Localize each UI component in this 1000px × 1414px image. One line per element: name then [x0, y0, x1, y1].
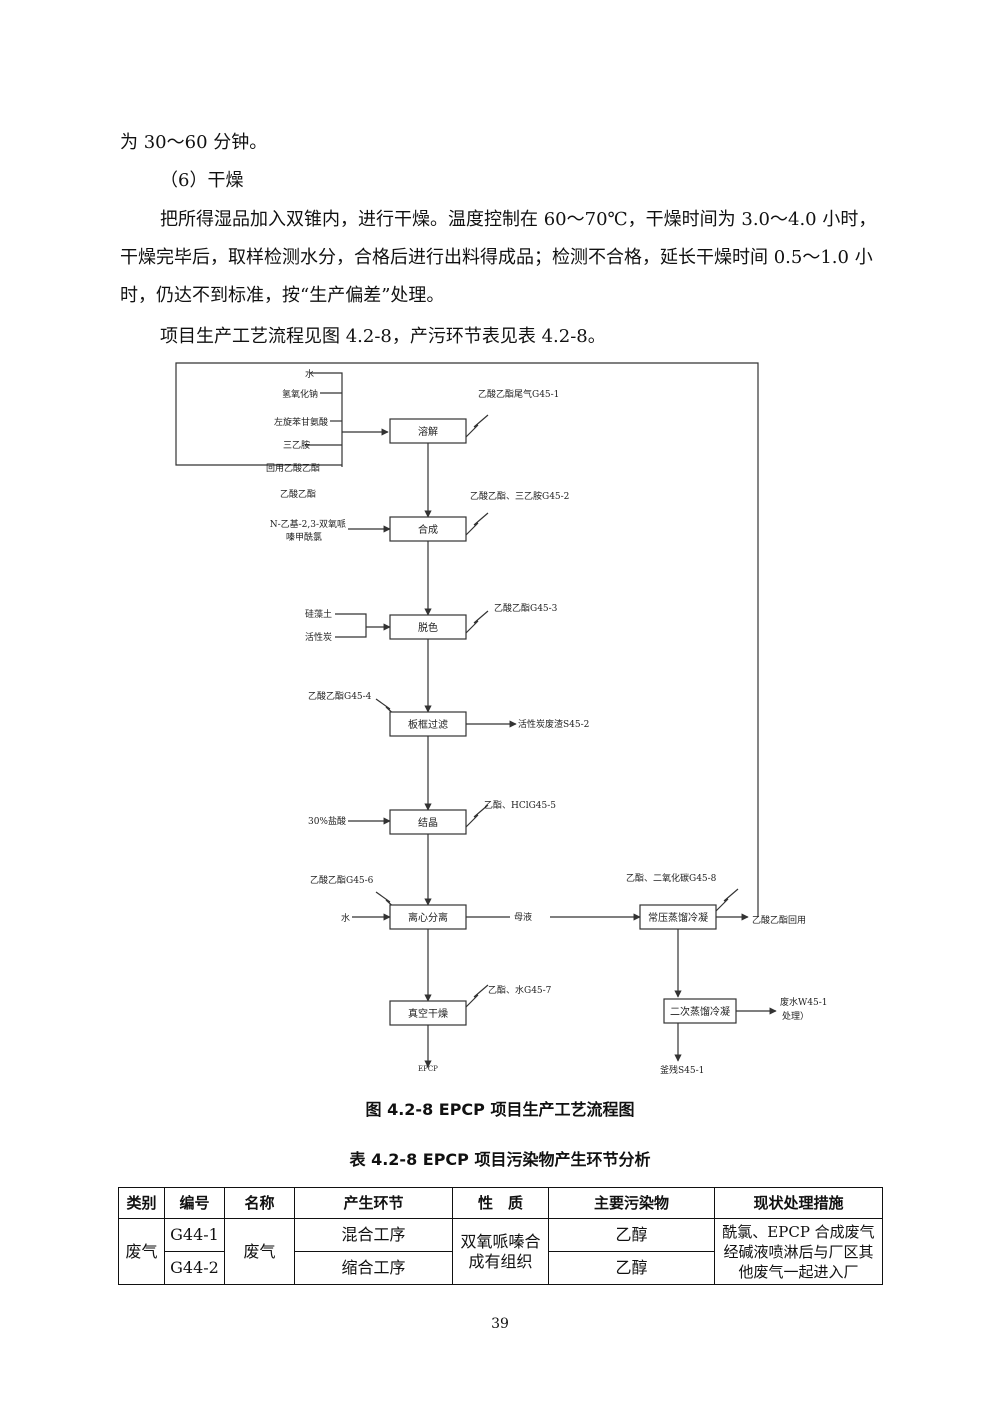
- wastewater-w1-2: 处理）: [782, 1010, 809, 1022]
- table-row: 废气 G44-1 废气 混合工序 双氧哌嗪合成有组织 乙醇 酰氯、EPCP 合成…: [118, 1218, 883, 1285]
- page-number: 39: [491, 1316, 509, 1332]
- emission-g5: 乙酯、HClG45-5: [484, 800, 556, 811]
- input-recycled-etac: 回用乙酸乙酯: [266, 463, 320, 474]
- box-secdist: 二次蒸馏冷凝: [670, 1005, 730, 1018]
- cell-pollutant: 乙醇: [548, 1218, 715, 1252]
- box-centrifuge: 离心分离: [408, 911, 448, 924]
- box-vacdry: 真空干燥: [408, 1007, 448, 1020]
- table-caption: 表 4.2-8 EPCP 项目污染物产生环节分析: [349, 1150, 651, 1169]
- residue-s1: 釜残S45-1: [660, 1064, 704, 1076]
- emission-g3: 乙酸乙酯G45-3: [494, 603, 558, 614]
- mother-liquor: 母液: [514, 911, 532, 923]
- cell-category: 废气: [118, 1218, 165, 1285]
- input-water-top: 水: [305, 368, 314, 380]
- process-flow-diagram: 溶解 合成 脱色 板框过滤 结晶 离心分离 真空干燥 常压蒸馏冷凝 二次蒸馏冷凝…: [175, 362, 830, 1076]
- cell-process: 混合工序: [294, 1218, 453, 1252]
- cell-code: G44-1: [164, 1218, 225, 1252]
- para-ref: 项目生产工艺流程见图 4.2-8，产污环节表见表 4.2-8。: [160, 326, 606, 347]
- input-acyl-chloride-2: 嗪甲酰氯: [286, 531, 322, 543]
- box-dissolve: 溶解: [418, 425, 438, 438]
- para-dry: 把所得湿品加入双锥内，进行干燥。温度控制在 60～70℃，干燥时间为 3.0～4…: [120, 209, 877, 306]
- input-acyl-chloride-1: N-乙基-2,3-双氧哌: [270, 518, 346, 530]
- box-decolor: 脱色: [418, 621, 438, 634]
- input-tea: 三乙胺: [283, 439, 310, 451]
- etac-recycle: 乙酸乙酯回用: [752, 915, 806, 926]
- box-crystal: 结晶: [418, 816, 438, 829]
- header-measure: 现状处理措施: [714, 1187, 883, 1219]
- cell-process: 缩合工序: [294, 1251, 453, 1285]
- emission-g2: 乙酸乙酯、三乙胺G45-2: [470, 490, 569, 502]
- header-category: 类别: [118, 1187, 165, 1219]
- cell-code: G44-2: [164, 1251, 225, 1285]
- wastewater-w1: 废水W45-1（污水: [780, 996, 830, 1008]
- cell-measure: 酰氯、EPCP 合成废气经碱液喷淋后与厂区其他废气一起进入厂: [714, 1218, 883, 1285]
- emission-g1: 乙酸乙酯尾气G45-1: [478, 388, 559, 400]
- para-line1: 为 30～60 分钟。: [120, 132, 268, 153]
- pollutant-table: 类别 编号 名称 产生环节 性 质 主要污染物 现状处理措施 废气 G44-1 …: [118, 1187, 883, 1285]
- header-nature: 性 质: [452, 1187, 549, 1219]
- solid-waste-s2: 活性炭废渣S45-2: [518, 718, 589, 730]
- input-etac: 乙酸乙酯: [280, 489, 316, 500]
- table-header-row: 类别 编号 名称 产生环节 性 质 主要污染物 现状处理措施: [118, 1187, 883, 1219]
- emission-g8: 乙酯、二氧化碳G45-8: [626, 872, 717, 884]
- box-synth: 合成: [418, 523, 438, 536]
- header-pollutant: 主要污染物: [548, 1187, 715, 1219]
- input-diatomite: 硅藻土: [305, 608, 332, 620]
- step-title: （6）干燥: [160, 170, 244, 191]
- box-filter: 板框过滤: [408, 718, 448, 731]
- emission-g7: 乙酯、水G45-7: [488, 984, 552, 996]
- input-water: 水: [341, 912, 350, 924]
- table-row: G44-2 缩合工序 乙醇: [119, 1251, 883, 1285]
- box-atmdist: 常压蒸馏冷凝: [648, 911, 708, 924]
- input-hcl: 30%盐酸: [308, 815, 346, 827]
- cell-pollutant: 乙醇: [548, 1251, 715, 1285]
- header-code: 编号: [164, 1187, 225, 1219]
- cell-name: 废气: [224, 1218, 295, 1285]
- cell-nature: 双氧哌嗪合成有组织: [452, 1218, 549, 1285]
- input-naoh: 氢氧化钠: [282, 388, 318, 400]
- header-name: 名称: [224, 1187, 295, 1219]
- input-carbon: 活性炭: [305, 631, 332, 643]
- emission-g4: 乙酸乙酯G45-4: [308, 691, 372, 702]
- header-process: 产生环节: [294, 1187, 453, 1219]
- figure-caption: 图 4.2-8 EPCP 项目生产工艺流程图: [365, 1100, 635, 1119]
- emission-g6: 乙酸乙酯G45-6: [310, 875, 374, 886]
- product-epcp: EPCP: [418, 1065, 438, 1073]
- input-phenylglycine: 左旋苯甘氨酸: [274, 416, 328, 428]
